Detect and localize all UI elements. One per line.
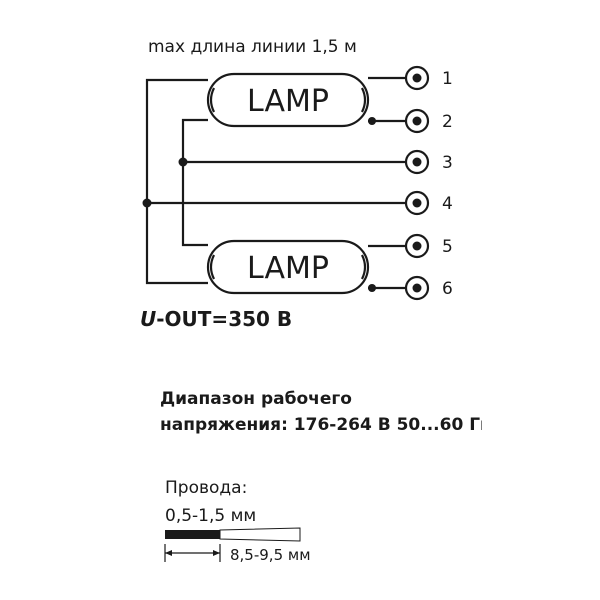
terminal-3: 3 bbox=[404, 149, 453, 175]
junction-dot bbox=[178, 157, 188, 167]
terminal-number: 6 bbox=[442, 279, 453, 299]
terminal-1: 1 bbox=[404, 65, 453, 91]
lamp-top: LAMP bbox=[206, 72, 370, 128]
wires-title: Провода: bbox=[165, 478, 247, 498]
terminal-number: 1 bbox=[442, 69, 453, 89]
terminal-number: 4 bbox=[442, 194, 453, 214]
wire-cross-section: 0,5-1,5 мм bbox=[165, 506, 256, 526]
operating-range-line-1: Диапазон рабочего bbox=[160, 389, 352, 409]
terminal-6: 6 bbox=[404, 275, 453, 301]
outer-loop-wire bbox=[145, 78, 208, 285]
terminal-number: 3 bbox=[442, 153, 453, 173]
terminal-5: 5 bbox=[404, 233, 453, 259]
terminal-number: 5 bbox=[442, 237, 453, 257]
lamp-label: LAMP bbox=[247, 251, 329, 286]
stripped-wire-icon bbox=[165, 527, 301, 542]
terminal-2: 2 bbox=[404, 108, 453, 134]
inner-loop-wire bbox=[181, 118, 208, 247]
operating-range-line-2: напряжения: 176-264 В 50...60 Гц bbox=[160, 415, 493, 435]
strip-length-label: 8,5-9,5 мм bbox=[230, 546, 311, 564]
terminal-number: 2 bbox=[442, 112, 453, 132]
lamp-label: LAMP bbox=[247, 84, 329, 119]
output-voltage-label: U-OUT=350 В bbox=[140, 307, 292, 331]
terminal-4: 4 bbox=[404, 190, 453, 216]
lamp-bottom: LAMP bbox=[206, 239, 370, 295]
junction-dot bbox=[142, 198, 152, 208]
max-line-length-label: max длина линии 1,5 м bbox=[148, 37, 357, 57]
strip-length-dimension bbox=[164, 544, 221, 562]
junction-dot bbox=[368, 284, 376, 292]
circuit-wires bbox=[142, 76, 410, 292]
crop-mask bbox=[482, 408, 600, 440]
junction-dot bbox=[368, 117, 376, 125]
